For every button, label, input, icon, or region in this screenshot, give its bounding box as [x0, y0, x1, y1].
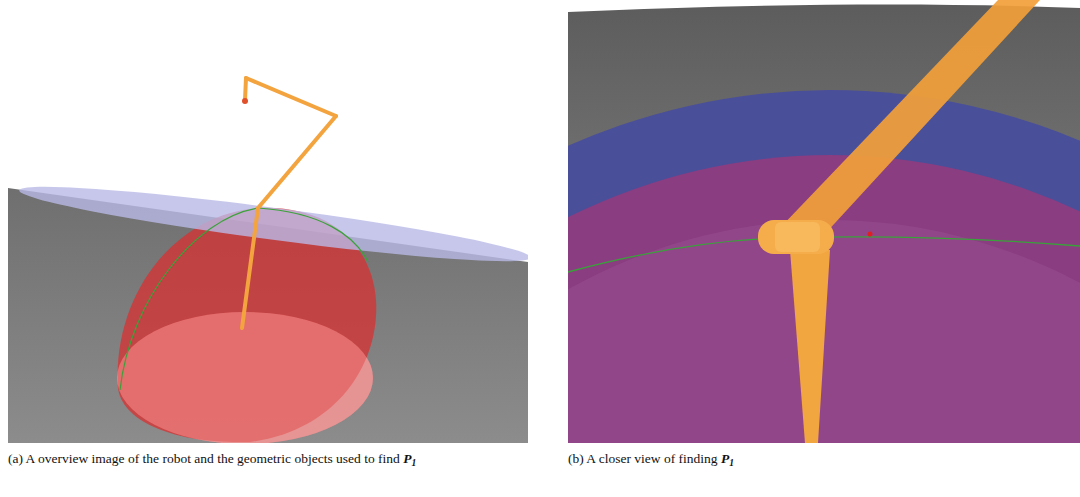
closeup-render	[568, 0, 1080, 443]
point-symbol: P	[403, 451, 411, 466]
point-symbol: P	[721, 451, 729, 466]
caption-text: (a) A overview image of the robot and th…	[8, 451, 400, 466]
point-subscript: 1	[411, 458, 416, 468]
caption: (b) A closer view of findingP1	[568, 450, 1076, 472]
caption: (a) A overview image of the robot and th…	[8, 450, 532, 472]
point-subscript: 1	[729, 458, 734, 468]
overview-render	[8, 78, 528, 443]
caption-text: (b) A closer view of finding	[568, 451, 718, 466]
